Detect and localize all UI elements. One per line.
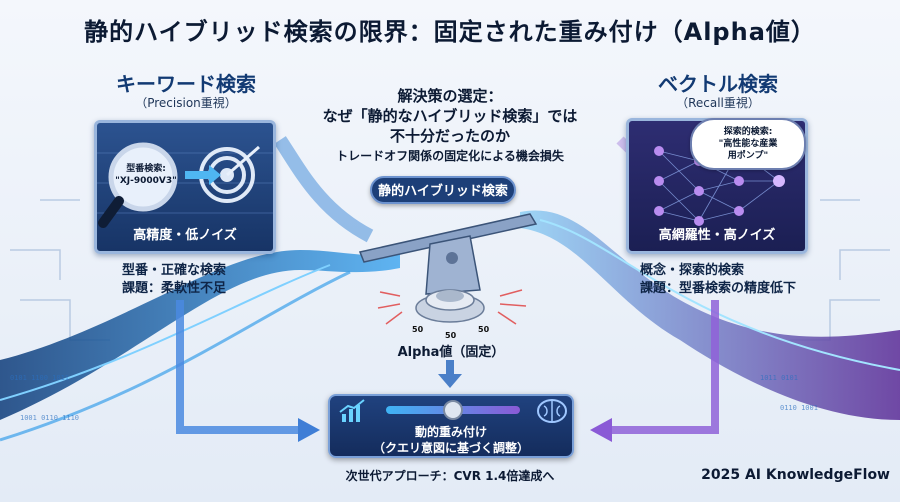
keyword-desc: 型番・正確な検索 課題：柔軟性不足 [122, 262, 282, 298]
vector-desc: 概念・探索的検索 課題：型番検索の精度低下 [640, 262, 820, 298]
vector-search-subheading: （Recall重視） [676, 96, 760, 110]
brain-icon [537, 399, 567, 423]
keyword-desc-line2: 課題：柔軟性不足 [122, 281, 227, 296]
down-arrow-icon [438, 360, 462, 388]
alpha-fixed-label: Alpha値（固定） [397, 345, 505, 360]
keyword-data-stream [0, 136, 400, 442]
svg-text:1001 0110 1110: 1001 0110 1110 [20, 414, 79, 422]
seesaw-icon [358, 213, 538, 325]
vector-search-heading: ベクトル検索 [658, 72, 778, 96]
center-question-line3: 不十分だったのか [389, 127, 510, 145]
dial-tick-left: 50 [412, 325, 424, 334]
vector-panel-caption: 高網羅性・高ノイズ [658, 228, 776, 243]
right-arrow-head [590, 418, 612, 442]
dial-tick-center: 50 [445, 331, 457, 340]
right-flow-line [610, 300, 719, 434]
dial-tick-right: 50 [478, 325, 490, 334]
exploratory-query-bubble: 探索的検索: "高性能な産業 用ポンプ" [690, 118, 806, 170]
keyword-query-label: 型番検索: "XJ-9000V3" [115, 164, 177, 186]
next-gen-approach: 次世代アプローチ：CVR 1.4倍達成へ [345, 469, 555, 483]
slider-knob[interactable] [443, 400, 463, 420]
svg-text:1011 0101: 1011 0101 [760, 374, 798, 382]
keyword-panel-caption: 高精度・低ノイズ [133, 228, 237, 243]
dynamic-slider[interactable] [386, 400, 520, 420]
page-title: 静的ハイブリッド検索の限界：固定された重み付け（Alpha値） [84, 18, 816, 46]
svg-text:0101 1100 1011: 0101 1100 1011 [10, 374, 69, 382]
left-arrow-head [298, 418, 320, 442]
keyword-search-heading: キーワード検索 [116, 72, 256, 96]
credit-label: 2025 AI KnowledgeFlow [701, 467, 890, 483]
keyword-search-panel: 型番検索: "XJ-9000V3" 高精度・低ノイズ [94, 120, 276, 254]
vector-desc-line2: 課題：型番検索の精度低下 [640, 281, 797, 296]
center-question-line1: 解決策の選定： [397, 87, 503, 105]
keyword-search-subheading: （Precision重視） [135, 96, 237, 110]
dynamic-line2: （クエリ意図に基づく調整） [372, 441, 529, 455]
chart-up-icon [339, 399, 365, 422]
keyword-desc-line1: 型番・正確な検索 [122, 263, 227, 278]
dial-icon [415, 289, 485, 323]
center-question-line2: なぜ「静的なハイブリッド検索」では [322, 107, 578, 125]
dynamic-weighting-box: 動的重み付け （クエリ意図に基づく調整） [328, 394, 574, 458]
center-question: 解決策の選定： なぜ「静的なハイブリッド検索」では 不十分だったのか トレードオ… [300, 86, 600, 166]
neural-network-icon [654, 146, 785, 226]
center-question-line4: トレードオフ関係の固定化による機会損失 [336, 149, 564, 163]
vector-desc-line1: 概念・探索的検索 [640, 263, 745, 278]
left-flow-line [176, 300, 300, 434]
dynamic-weighting-text: 動的重み付け （クエリ意図に基づく調整） [330, 424, 572, 456]
static-hybrid-label: 静的ハイブリッド検索 [370, 176, 516, 204]
target-icon [185, 145, 260, 203]
dynamic-line1: 動的重み付け [414, 425, 487, 439]
magnifier-icon [98, 142, 178, 228]
svg-text:0110 1001: 0110 1001 [780, 404, 818, 412]
